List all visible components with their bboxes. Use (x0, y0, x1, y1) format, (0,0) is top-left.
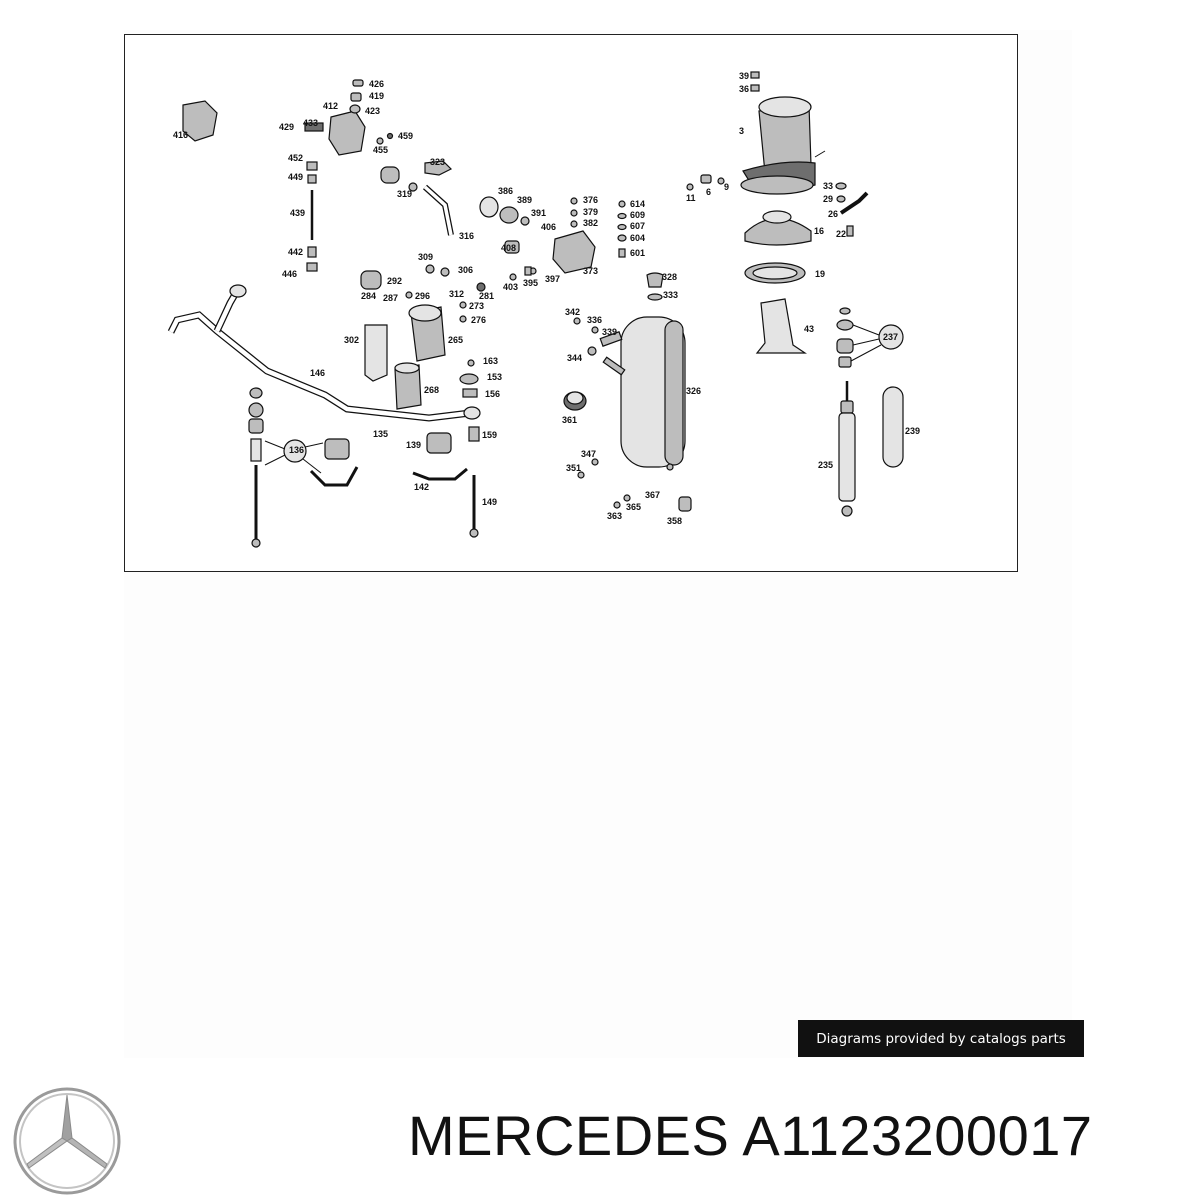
callout-342: 342 (565, 307, 580, 317)
callout-361: 361 (562, 415, 577, 425)
callout-276: 276 (471, 315, 486, 325)
callout-319: 319 (397, 189, 412, 199)
callout-323: 323 (430, 157, 445, 167)
callout-395: 395 (523, 278, 538, 288)
callout-139: 139 (406, 440, 421, 450)
part-number-title: MERCEDES A1123200017 (408, 1108, 1093, 1164)
callout-265: 265 (448, 335, 463, 345)
callout-365: 365 (626, 502, 641, 512)
callout-386: 386 (498, 186, 513, 196)
callout-22: 22 (836, 229, 846, 239)
part-number: A1123200017 (742, 1104, 1093, 1167)
callout-442: 442 (288, 247, 303, 257)
callout-33: 33 (823, 181, 833, 191)
callout-379: 379 (583, 207, 598, 217)
callout-146: 146 (310, 368, 325, 378)
callout-281: 281 (479, 291, 494, 301)
callout-16: 16 (814, 226, 824, 236)
callout-446: 446 (282, 269, 297, 279)
callout-382: 382 (583, 218, 598, 228)
callout-11: 11 (686, 193, 696, 203)
callout-609: 609 (630, 210, 645, 220)
callout-363: 363 (607, 511, 622, 521)
callout-3: 3 (739, 126, 744, 136)
callout-292: 292 (387, 276, 402, 286)
callout-426: 426 (369, 79, 384, 89)
callout-403: 403 (503, 282, 518, 292)
callout-614: 614 (630, 199, 645, 209)
callout-26: 26 (828, 209, 838, 219)
callout-397: 397 (545, 274, 560, 284)
callout-333: 333 (663, 290, 678, 300)
callout-6: 6 (706, 187, 711, 197)
callout-358: 358 (667, 516, 682, 526)
callout-412: 412 (323, 101, 338, 111)
callout-142: 142 (414, 482, 429, 492)
callout-347: 347 (581, 449, 596, 459)
callout-39: 39 (739, 71, 749, 81)
mercedes-star-icon (10, 1084, 124, 1198)
callout-351: 351 (566, 463, 581, 473)
callout-339: 339 (602, 327, 617, 337)
callout-439: 439 (290, 208, 305, 218)
callout-273: 273 (469, 301, 484, 311)
brand-name: MERCEDES (408, 1104, 730, 1167)
callout-159: 159 (482, 430, 497, 440)
callout-268: 268 (424, 385, 439, 395)
callout-153: 153 (487, 372, 502, 382)
callout-156: 156 (485, 389, 500, 399)
callout-135: 135 (373, 429, 388, 439)
catalog-banner: Diagrams provided by catalogs parts (798, 1020, 1084, 1057)
callout-423: 423 (365, 106, 380, 116)
callout-149: 149 (482, 497, 497, 507)
callout-235: 235 (818, 460, 833, 470)
callout-316: 316 (459, 231, 474, 241)
exploded-view-drawing (167, 71, 904, 548)
callout-452: 452 (288, 153, 303, 163)
callout-344: 344 (567, 353, 582, 363)
callout-328: 328 (662, 272, 677, 282)
callout-373: 373 (583, 266, 598, 276)
callout-416: 416 (173, 130, 188, 140)
callout-312: 312 (449, 289, 464, 299)
banner-text: Diagrams provided by catalogs parts (816, 1030, 1066, 1047)
callout-326: 326 (686, 386, 701, 396)
callout-29: 29 (823, 194, 833, 204)
callout-136: 136 (289, 445, 304, 455)
callout-336: 336 (587, 315, 602, 325)
callout-408: 408 (501, 243, 516, 253)
callout-43: 43 (804, 324, 814, 334)
callout-389: 389 (517, 195, 532, 205)
callout-455: 455 (373, 145, 388, 155)
callout-376: 376 (583, 195, 598, 205)
callout-604: 604 (630, 233, 645, 243)
callout-419: 419 (369, 91, 384, 101)
callout-429: 429 (279, 122, 294, 132)
callout-607: 607 (630, 221, 645, 231)
callout-367: 367 (645, 490, 660, 500)
callout-391: 391 (531, 208, 546, 218)
callout-19: 19 (815, 269, 825, 279)
callout-9: 9 (724, 182, 729, 192)
callout-239: 239 (905, 426, 920, 436)
callout-302: 302 (344, 335, 359, 345)
callout-237: 237 (883, 332, 898, 342)
callout-449: 449 (288, 172, 303, 182)
callout-601: 601 (630, 248, 645, 258)
callout-406: 406 (541, 222, 556, 232)
callout-459: 459 (398, 131, 413, 141)
callout-309: 309 (418, 252, 433, 262)
callout-36: 36 (739, 84, 749, 94)
callout-306: 306 (458, 265, 473, 275)
callout-287: 287 (383, 293, 398, 303)
callout-284: 284 (361, 291, 376, 301)
callout-163: 163 (483, 356, 498, 366)
callout-296: 296 (415, 291, 430, 301)
callout-433: 433 (303, 118, 318, 128)
